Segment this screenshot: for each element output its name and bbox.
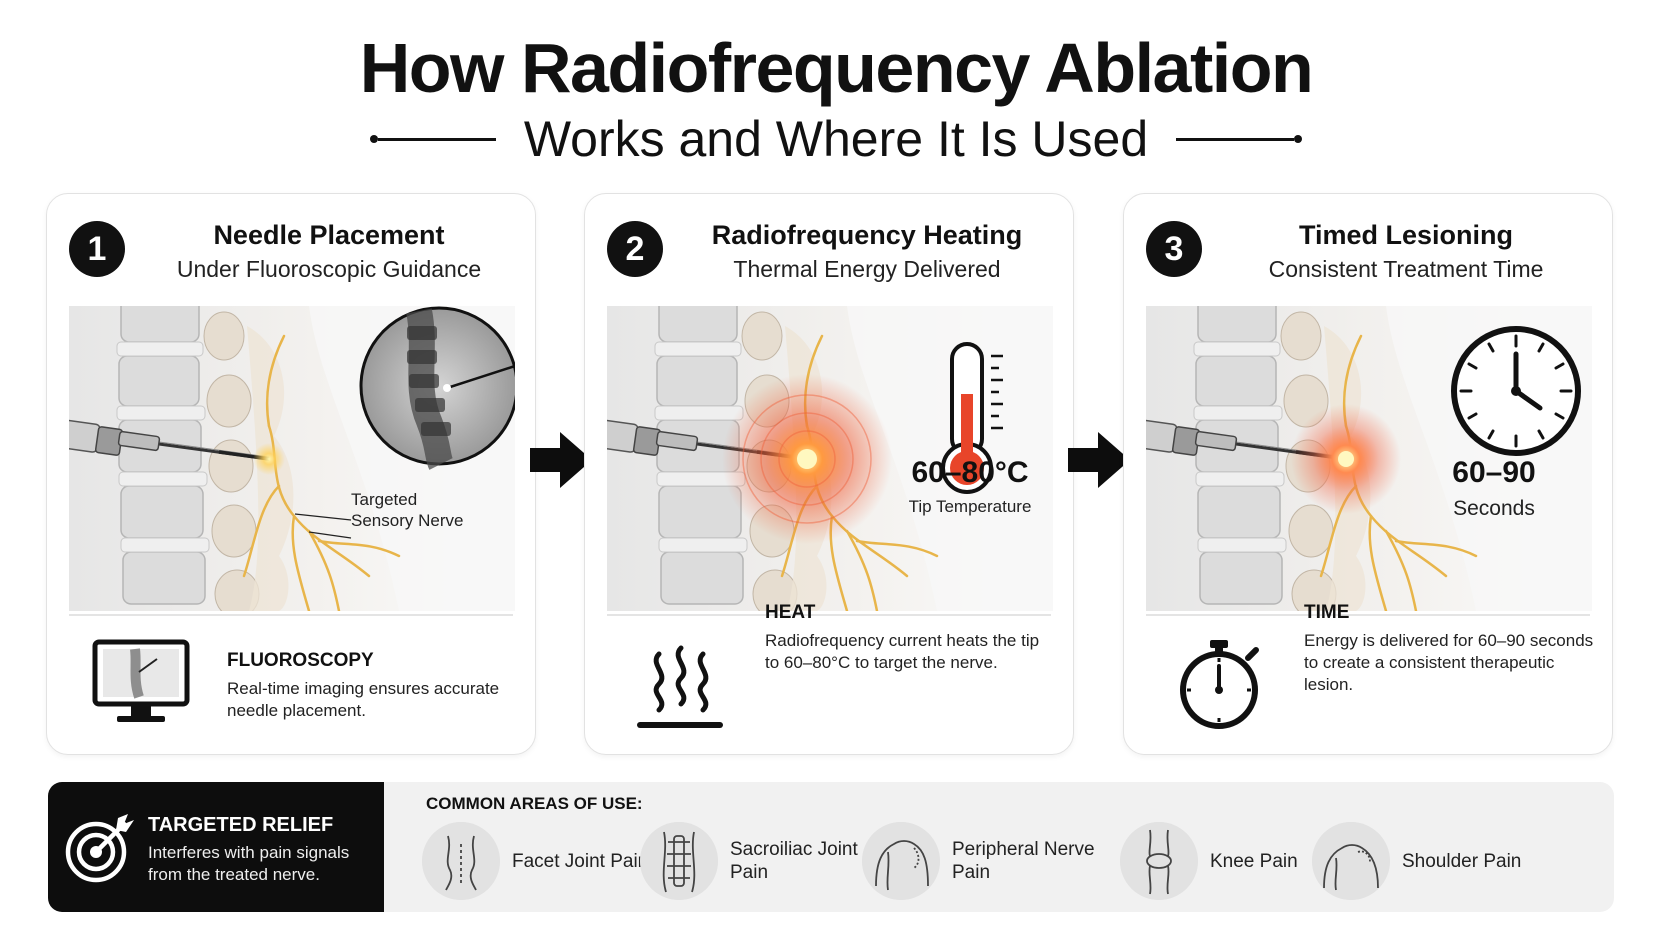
- footer-title: TIME: [1304, 602, 1350, 623]
- area-item-sacroiliac-joint: Sacroiliac Joint Pain: [640, 818, 880, 904]
- step-panel-1: 1 Needle Placement Under Fluoroscopic Gu…: [46, 193, 536, 755]
- arrow-right-icon: [530, 432, 592, 488]
- step-panel-2: 2 Radiofrequency Heating Thermal Energy …: [584, 193, 1074, 755]
- duration-caption: Seconds: [1453, 497, 1535, 520]
- timed-lesioning-illustration: [1146, 306, 1592, 611]
- monitor-icon: [92, 639, 190, 722]
- radiofrequency-heating-illustration: [607, 306, 1053, 611]
- area-label: Knee Pain: [1210, 850, 1298, 872]
- left-rule: [369, 135, 496, 143]
- panel-divider: [1146, 614, 1590, 616]
- area-label: Shoulder Pain: [1402, 850, 1522, 872]
- knee-icon: [1120, 822, 1198, 900]
- footer-title: HEAT: [765, 602, 816, 623]
- pelvis-icon: [640, 822, 718, 900]
- step-number-badge: 1: [69, 221, 125, 277]
- fluoroscopy-inset: [359, 306, 515, 470]
- needle-placement-illustration: [69, 306, 515, 611]
- target-icon: [65, 814, 134, 883]
- nerve-annotation: Targeted Sensory Nerve: [351, 489, 463, 531]
- spine-icon: [422, 822, 500, 900]
- area-item-facet-joint: Facet Joint Pain: [422, 818, 662, 904]
- panel-divider: [69, 614, 513, 616]
- step-subtitle: Thermal Energy Delivered: [733, 256, 1001, 282]
- area-item-knee: Knee Pain: [1120, 818, 1320, 904]
- temperature-value: 60–80°C: [911, 456, 1029, 489]
- step-number-badge: 2: [607, 221, 663, 277]
- area-item-shoulder: Shoulder Pain: [1312, 818, 1552, 904]
- footer-text: Energy is delivered for 60–90 seconds to…: [1304, 631, 1594, 694]
- page-title: How Radiofrequency Ablation: [359, 29, 1314, 107]
- shoulder-icon: [1312, 822, 1390, 900]
- area-label: Facet Joint Pain: [512, 850, 649, 872]
- areas-heading: COMMON AREAS OF USE:: [426, 794, 643, 813]
- torso-icon: [862, 822, 940, 900]
- common-areas-bar: COMMON AREAS OF USE: Facet Joint Pain Sa…: [384, 782, 1614, 912]
- thermometer-icon: [941, 342, 1003, 494]
- relief-text: Interferes with pain signals from the tr…: [148, 843, 350, 884]
- area-label: Peripheral Nerve Pain: [952, 839, 1095, 883]
- step-panel-3: 3 Timed Lesioning Consistent Treatment T…: [1123, 193, 1613, 755]
- heat-icon: [637, 645, 723, 728]
- clock-icon: [1451, 326, 1581, 456]
- duration-value: 60–90: [1452, 456, 1536, 489]
- footer-text: Radiofrequency current heats the tip to …: [765, 631, 1040, 672]
- stopwatch-icon: [1180, 640, 1259, 729]
- step-number-badge: 3: [1146, 221, 1202, 277]
- annotation-line-2: Sensory Nerve: [351, 511, 464, 530]
- step-subtitle: Under Fluoroscopic Guidance: [176, 256, 482, 282]
- area-item-peripheral-nerve: Peripheral Nerve Pain: [862, 818, 1102, 904]
- relief-title: TARGETED RELIEF: [148, 814, 334, 836]
- subtitle-row: Works and Where It Is Used: [0, 104, 1672, 174]
- step-title: Needle Placement: [213, 220, 445, 250]
- footer-title: FLUOROSCOPY: [227, 650, 374, 671]
- footer-text: Real-time imaging ensures accurate needl…: [227, 679, 500, 720]
- arrow-right-icon: [1068, 432, 1130, 488]
- right-rule: [1176, 135, 1303, 143]
- area-label: Sacroiliac Joint Pain: [730, 839, 858, 883]
- step-title: Timed Lesioning: [1298, 220, 1514, 250]
- annotation-line-1: Targeted: [351, 490, 418, 509]
- step-subtitle: Consistent Treatment Time: [1268, 256, 1544, 282]
- temperature-caption: Tip Temperature: [908, 497, 1032, 516]
- targeted-relief-banner: TARGETED RELIEF Interferes with pain sig…: [48, 782, 384, 912]
- step-title: Radiofrequency Heating: [711, 220, 1023, 250]
- page-subtitle: Works and Where It Is Used: [523, 111, 1149, 167]
- panel-divider: [607, 614, 1051, 616]
